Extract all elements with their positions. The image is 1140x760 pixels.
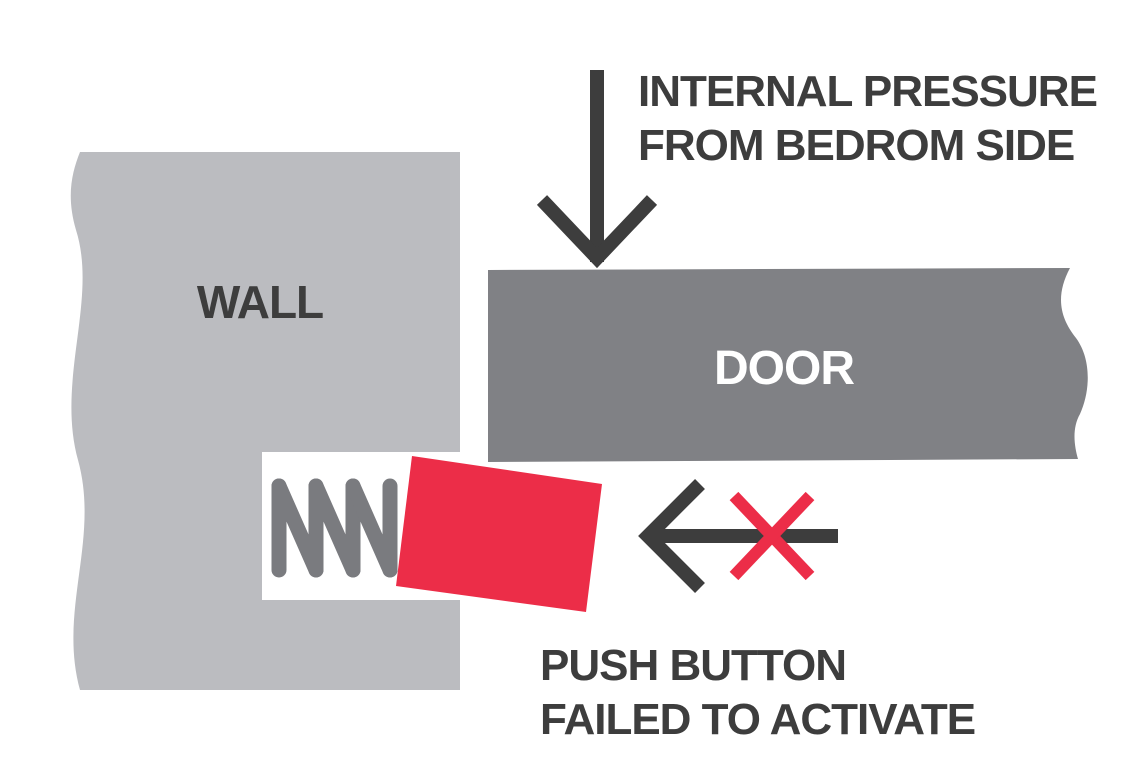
button-label-line2: FAILED TO ACTIVATE — [540, 695, 975, 744]
arrow-down-icon — [536, 70, 658, 269]
cross-icon — [729, 491, 815, 581]
wall-shape — [70, 152, 460, 690]
arrow-left-icon — [638, 479, 838, 593]
spring-icon — [271, 478, 398, 578]
door-shape — [488, 268, 1088, 462]
pressure-label-line1: INTERNAL PRESSURE — [638, 67, 1097, 116]
wall-label: WALL — [197, 276, 323, 328]
pressure-label-line2: FROM BEDROM SIDE — [638, 121, 1074, 170]
button-label-line1: PUSH BUTTON — [540, 641, 846, 690]
door-label: DOOR — [714, 342, 854, 395]
push-button-block — [396, 456, 602, 612]
